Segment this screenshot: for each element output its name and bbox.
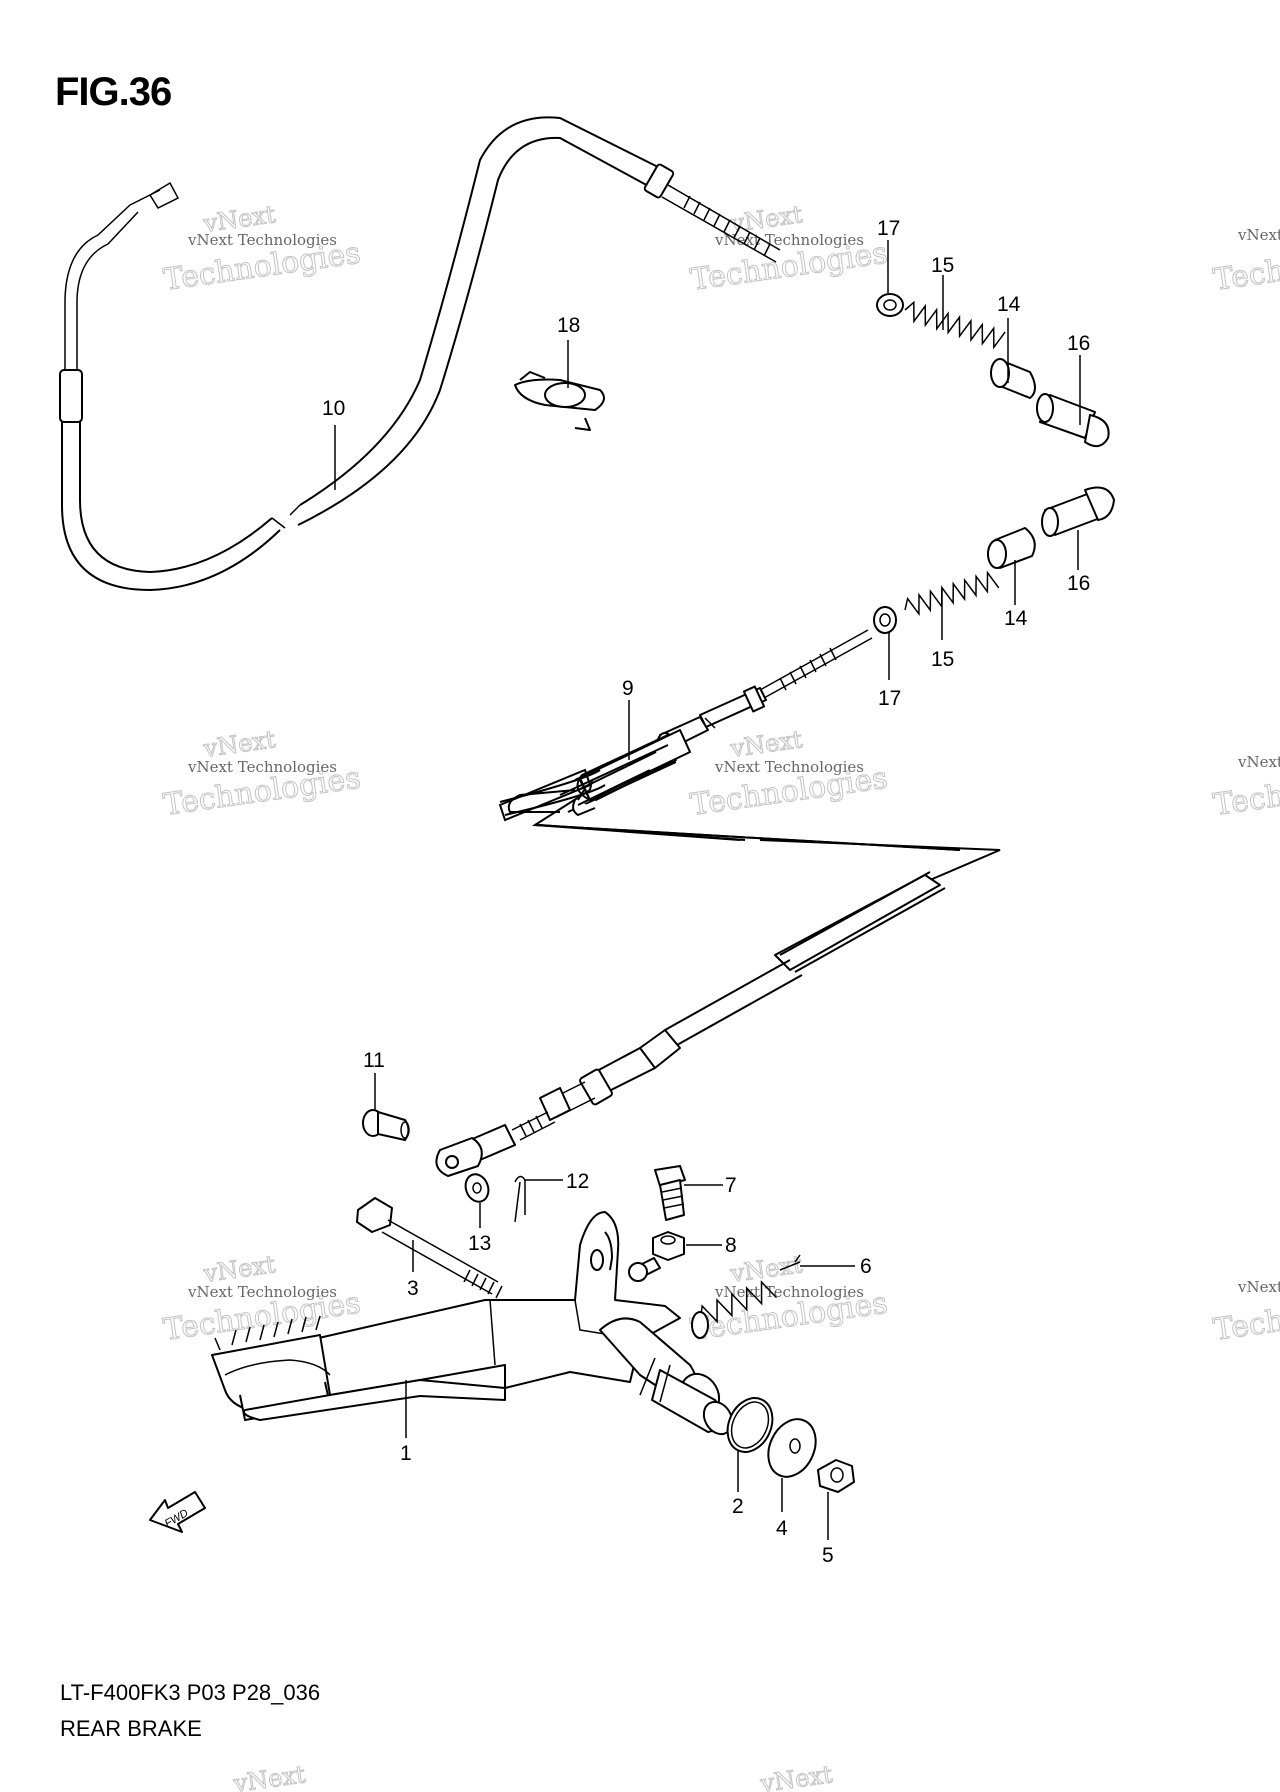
svg-text:Technologies: Technologies: [1211, 236, 1280, 298]
callout-12: 12: [566, 1170, 589, 1193]
svg-text:vNext: vNext: [1237, 1278, 1280, 1296]
callout-15-lower: 15: [931, 648, 954, 671]
callout-7: 7: [725, 1174, 737, 1197]
part-17-washer-lower: [873, 606, 897, 634]
watermark-edge: vNext Technologies vNext Technologies vN…: [230, 226, 1280, 1792]
callout-11: 11: [363, 1049, 385, 1072]
callout-17-lower: 17: [878, 687, 901, 710]
callout-16-lower: 16: [1067, 572, 1090, 595]
callout-3: 3: [407, 1277, 419, 1300]
leader-lines: [334, 240, 1081, 1540]
callout-10: 10: [322, 397, 345, 420]
part-14-joint-lower: [987, 527, 1036, 569]
part-2-o-ring: [726, 1397, 774, 1453]
svg-text:vNext Technologies: vNext Technologies: [714, 231, 864, 249]
svg-text:vNext: vNext: [1237, 226, 1280, 244]
part-10-brake-cable: [59, 116, 781, 592]
watermark: vNext Technologies Technologies vNext: [161, 725, 363, 824]
callout-14-lower: 14: [1004, 607, 1028, 630]
part-15-spring-upper: [904, 300, 1006, 350]
part-14-joint-upper: [990, 358, 1036, 399]
callout-17-upper: 17: [877, 217, 900, 240]
watermark: vNext Technologies Technologies vNext: [688, 725, 890, 824]
part-12-cotter-pin: [514, 1175, 526, 1223]
callout-9: 9: [622, 677, 634, 700]
watermark: vNext Technologies Technologies vNext: [161, 200, 363, 299]
svg-text:vNext Technologies: vNext Technologies: [187, 758, 337, 776]
part-15-spring-lower: [904, 570, 1000, 617]
section-title: REAR BRAKE: [60, 1716, 202, 1741]
forward-direction-arrow: FWD: [149, 1491, 206, 1533]
svg-text:vNext: vNext: [758, 1760, 834, 1792]
callout-numbers: 10 18 17 15 14 16 16 14 15 17 9 11 12 13…: [322, 217, 1090, 1567]
cable-break-line: [531, 789, 1001, 881]
callout-16-upper: 16: [1067, 332, 1090, 355]
watermark: vNext Technologies Technologies vNext: [688, 200, 890, 299]
part-17-washer-upper: [876, 293, 904, 317]
svg-text:vNext: vNext: [231, 1760, 307, 1792]
callout-13: 13: [468, 1232, 491, 1255]
callout-14-upper: 14: [997, 293, 1021, 316]
part-16-pin-lower: [1041, 486, 1115, 537]
part-18-cable-clamp: [514, 371, 605, 431]
part-11-clevis-pin: [362, 1109, 410, 1141]
part-9-brake-cable: [498, 629, 961, 851]
callout-2: 2: [732, 1495, 744, 1518]
part-16-pin-upper: [1036, 393, 1110, 448]
callout-4: 4: [776, 1517, 788, 1540]
callout-5: 5: [822, 1544, 834, 1567]
part-6-return-spring: [691, 1254, 801, 1339]
callout-8: 8: [725, 1234, 737, 1257]
part-3-long-bolt: [356, 1197, 503, 1299]
svg-text:vNext: vNext: [1237, 753, 1280, 771]
part-8-nut: [652, 1231, 685, 1261]
svg-text:vNext Technologies: vNext Technologies: [714, 1283, 864, 1301]
part-7-bolt: [654, 1165, 686, 1221]
callout-15-upper: 15: [931, 254, 954, 277]
svg-text:vNext Technologies: vNext Technologies: [714, 758, 864, 776]
part-9-brake-cable-lower-section: [435, 871, 946, 1177]
part-4-washer: [767, 1418, 817, 1478]
callout-1: 1: [400, 1442, 412, 1465]
watermark-group: vNext Technologies Technologies vNext vN…: [161, 200, 1280, 1792]
figure-title: FIG.36: [55, 70, 172, 114]
svg-text:vNext Technologies: vNext Technologies: [187, 231, 337, 249]
svg-text:vNext Technologies: vNext Technologies: [187, 1283, 337, 1301]
part-13-washer: [464, 1173, 490, 1203]
callout-6: 6: [860, 1255, 872, 1278]
callout-18: 18: [557, 314, 580, 337]
part-5-nut: [817, 1459, 855, 1493]
part-1-brake-pedal: [211, 1211, 734, 1436]
model-code: LT-F400FK3 P03 P28_036: [60, 1680, 321, 1705]
